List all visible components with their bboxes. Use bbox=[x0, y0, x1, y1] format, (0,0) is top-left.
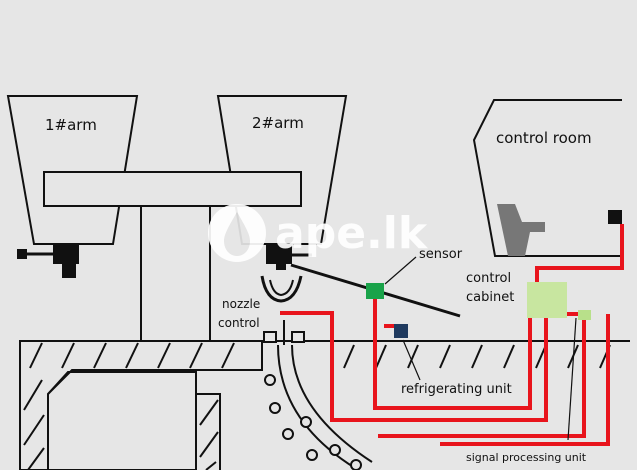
strand-outer bbox=[277, 344, 356, 469]
strand-inner bbox=[291, 344, 373, 463]
control-cabinet-label-2: cabinet bbox=[466, 290, 514, 305]
watermark-logo-drop-icon bbox=[224, 212, 250, 256]
control-cabinet-box bbox=[527, 282, 567, 318]
watermark-text: ape.lk bbox=[275, 208, 429, 259]
watermark: ape.lk bbox=[208, 204, 429, 262]
entry-block-left bbox=[263, 331, 277, 343]
control-room-outline bbox=[472, 99, 622, 257]
arm-1-nozzle-block bbox=[53, 244, 79, 264]
tundish-right-wall bbox=[195, 372, 221, 470]
signal-processing-unit-label: signal processing unit bbox=[466, 451, 587, 464]
arm-2-nozzle-block bbox=[266, 244, 292, 264]
arm-1-label: 1#arm bbox=[45, 116, 97, 134]
arm-1-actuator-end bbox=[17, 249, 27, 259]
floor-hatching bbox=[343, 344, 611, 369]
sensor-box bbox=[366, 283, 384, 299]
nozzle-control-label-1: nozzle bbox=[222, 297, 260, 311]
leader-lines bbox=[384, 256, 577, 441]
sensor-label: sensor bbox=[419, 247, 463, 262]
tundish-hatching bbox=[23, 342, 235, 470]
tundish-right-hatching bbox=[199, 399, 219, 470]
arm-1-body bbox=[6, 95, 139, 245]
control-room-terminal bbox=[608, 210, 622, 224]
turret-beam bbox=[43, 171, 302, 207]
arm-1-nozzle-tip bbox=[62, 264, 76, 278]
nozzle-funnel-inner bbox=[269, 279, 294, 297]
refrigerating-unit-label: refrigerating unit bbox=[401, 382, 512, 397]
operator-seat bbox=[497, 204, 545, 256]
arm-2-nozzle-tip bbox=[276, 264, 286, 270]
control-cabinet-label-1: control bbox=[466, 271, 511, 286]
nozzle-funnel bbox=[260, 275, 303, 303]
nozzle-control-label-2: control bbox=[218, 316, 260, 330]
refrigerating-unit-box bbox=[394, 324, 408, 338]
arm-2-label: 2#arm bbox=[252, 114, 304, 132]
entry-block-right bbox=[291, 331, 305, 343]
signal-processing-unit-box bbox=[578, 310, 591, 320]
tundish-inner bbox=[47, 371, 197, 470]
signal-wiring bbox=[280, 224, 624, 446]
strand-rollers bbox=[264, 374, 362, 470]
control-room-label: control room bbox=[496, 129, 592, 147]
